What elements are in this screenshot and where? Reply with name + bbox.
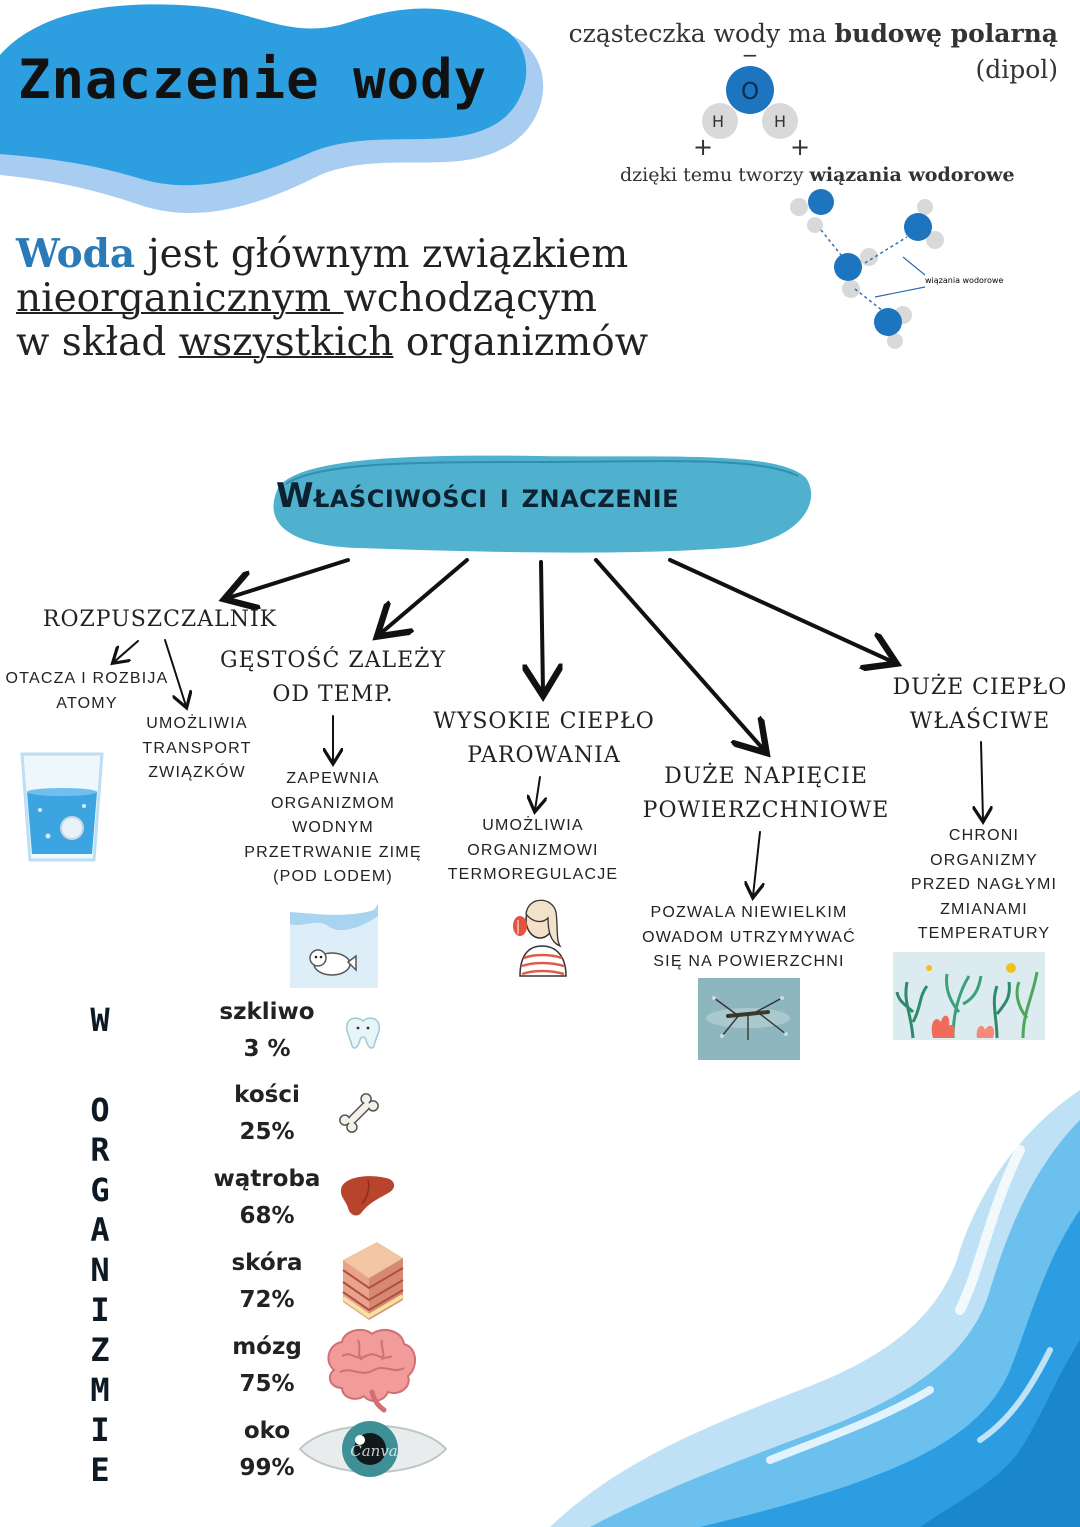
arrow-heat: [668, 558, 893, 662]
coral-reef-icon: [893, 952, 1045, 1040]
heat-title: DUŻE CIEPŁO WŁAŚCIWE: [892, 675, 1068, 734]
plus-label-right: +: [790, 133, 810, 161]
dipol-text: (dipol): [975, 55, 1058, 84]
organ-tooth: szkliwo 3 %: [219, 999, 315, 1062]
polar-bold: budowę polarną: [834, 19, 1058, 48]
arrow-tension: [594, 558, 764, 750]
arrow-tension-desc: [753, 831, 760, 896]
intro-line1: jest głównym związkiem: [147, 232, 629, 277]
organ-bone: kości 25%: [234, 1082, 300, 1145]
intro-text: Woda jest głównym związkiem nieorganiczn…: [16, 232, 648, 365]
arrow-evaporation: [541, 560, 543, 692]
hydrogen-bonds-diagram: wiązania wodorowe: [790, 189, 1003, 349]
hbond-diagram-label: wiązania wodorowe: [925, 276, 1003, 285]
liver-icon: [340, 1176, 395, 1216]
polar-description: cząsteczka wody ma budowę polarną (dipol…: [569, 16, 1058, 88]
water-strider-icon: [698, 978, 800, 1060]
arrow-heat-desc: [981, 741, 983, 820]
heading-blob: [273, 455, 812, 553]
hydrogen-label-right: H: [774, 112, 786, 131]
intro-water-word: Woda: [16, 231, 136, 277]
organ-skin: skóra 72%: [231, 1250, 303, 1313]
vertical-word-organizmie: W O R G A N I Z M I E: [90, 1001, 110, 1489]
tension-desc: POZWALA NIEWIELKIM OWADOM UTRZYMYWAĆ SIĘ…: [642, 904, 856, 970]
title-blob: [0, 4, 544, 214]
arrow-solvent: [228, 558, 350, 598]
eye-icon: Canva: [298, 1421, 448, 1477]
oxygen-label: O: [741, 79, 759, 105]
eye-watermark-text: Canva: [350, 1442, 398, 1460]
intro-line3-start: w skład: [16, 320, 179, 365]
organ-eye: oko 99%: [239, 1418, 295, 1481]
polar-text: cząsteczka wody ma: [568, 19, 835, 48]
arrow-evaporation-desc: [535, 776, 540, 810]
water-glass-icon: [20, 752, 104, 862]
arrow-density: [380, 558, 469, 634]
hbond-text: dzięki temu tworzy: [620, 164, 810, 186]
solvent-title: ROZPUSZCZALNIK: [42, 607, 278, 632]
hydrogen-bonds-text: dzięki temu tworzy wiązania wodorowe: [620, 164, 1015, 186]
water-molecule-icon: O − H H + +: [693, 43, 810, 161]
arrow-solvent-sub2: [164, 639, 186, 706]
intro-line3-end: organizmów: [393, 320, 649, 365]
seal-under-ice-icon: [290, 904, 378, 988]
page-title: Znaczenie wody: [18, 48, 488, 111]
intro-line2: wchodzącym: [343, 276, 597, 321]
bone-icon: [339, 1093, 379, 1133]
minus-label: −: [742, 43, 759, 67]
brain-icon: [327, 1328, 416, 1413]
intro-all: wszystkich: [178, 320, 394, 365]
organ-brain: mózg 75%: [232, 1334, 302, 1397]
skin-icon: [341, 1242, 405, 1320]
arrow-solvent-sub1: [114, 640, 139, 662]
evaporation-title: WYSOKIE CIEPŁO PAROWANIA: [433, 709, 655, 768]
tension-title: DUŻE NAPIĘCIE POWIERZCHNIOWE: [642, 764, 890, 823]
intro-inorganic: nieorganicznym: [16, 276, 344, 321]
properties-heading: Właściwości i znaczenie: [276, 476, 680, 516]
organ-liver: wątroba 68%: [213, 1166, 321, 1229]
hbond-bold: wiązania wodorowe: [809, 164, 1015, 186]
heat-desc: CHRONI ORGANIZMY PRZED NAGŁYMI ZMIANAMI …: [910, 827, 1058, 942]
plus-label-left: +: [693, 133, 713, 161]
wave-decoration: [550, 1090, 1080, 1527]
solvent-sub1: OTACZA I ROZBIJA ATOMY: [5, 670, 169, 712]
hydrogen-label-left: H: [712, 112, 724, 131]
person-sweating-icon: [513, 899, 567, 977]
density-title: GĘSTOŚĆ ZALEŻY OD TEMP.: [220, 648, 446, 707]
density-desc: ZAPEWNIA ORGANIZMOM WODNYM PRZETRWANIE Z…: [244, 770, 422, 885]
tooth-icon: [345, 1017, 381, 1049]
evaporation-desc: UMOŻLIWIA ORGANIZMOWI TERMOREGULACJE: [447, 817, 619, 883]
solvent-sub2: UMOŻLIWIA TRANSPORT ZWIĄZKÓW: [142, 715, 252, 781]
